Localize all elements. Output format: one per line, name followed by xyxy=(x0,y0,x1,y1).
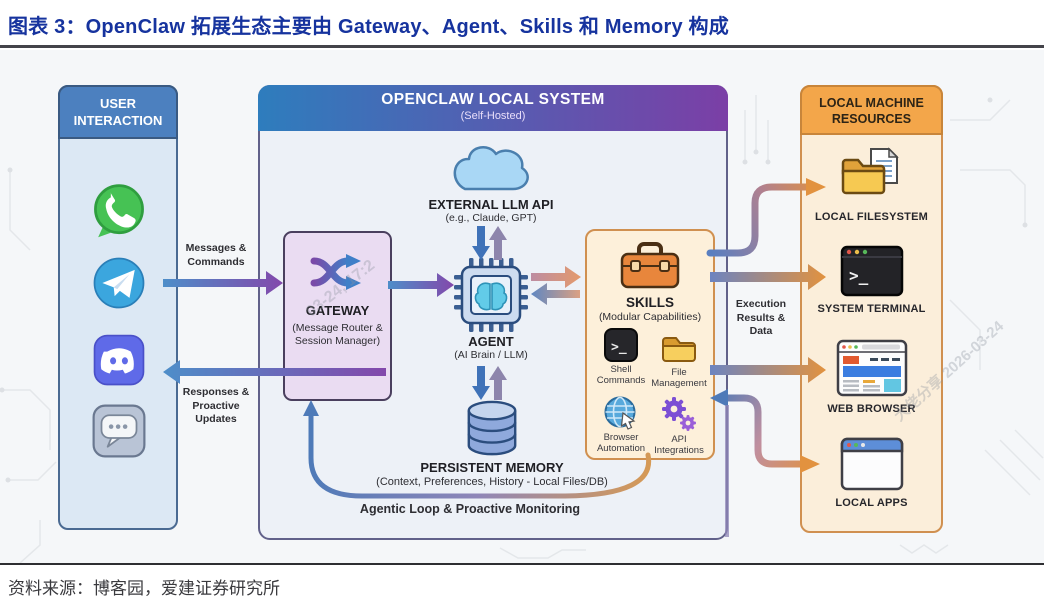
system-panel-title: OPENCLAW LOCAL SYSTEM xyxy=(381,91,605,108)
folder-icon xyxy=(662,337,696,362)
toolbox-icon xyxy=(620,242,680,289)
figure-title: 图表 3：OpenClaw 拓展生态主要由 Gateway、Agent、Skil… xyxy=(8,16,729,38)
messages-commands-label: Messages & Commands xyxy=(185,242,247,268)
agent-label: AGENT xyxy=(468,334,514,349)
circuit-pattern-background xyxy=(0,95,1044,563)
external-llm-label: EXTERNAL LLM API xyxy=(428,197,554,212)
cloud-icon xyxy=(453,146,529,191)
web-browser-icon xyxy=(836,339,907,397)
skill-shell-commands: >_ Shell Commands xyxy=(592,327,650,390)
user-interaction-header: USER INTERACTION xyxy=(58,85,178,139)
resources-header: LOCAL MACHINE RESOURCES xyxy=(800,85,943,135)
footer-divider xyxy=(0,563,1044,565)
system-panel-subtitle: (Self-Hosted) xyxy=(460,110,526,122)
shuffle-icon xyxy=(310,254,361,290)
local-machine-resources-panel: LOCAL MACHINE RESOURCES LOCAL FILESYSTEM… xyxy=(800,85,943,533)
gateway-label: GATEWAY xyxy=(305,303,370,318)
memory-sublabel: (Context, Preferences, History - Local F… xyxy=(376,476,608,488)
discord-icon xyxy=(93,334,145,386)
resource-web-browser: WEB BROWSER xyxy=(802,339,941,415)
resource-local-filesystem: LOCAL FILESYSTEM xyxy=(802,147,941,223)
agent-chip-icon xyxy=(454,258,528,332)
execution-results-label: Execution Results & Data xyxy=(735,298,787,338)
chat-messages-icon xyxy=(92,404,146,458)
svg-text:>_: >_ xyxy=(611,340,627,355)
resource-local-apps: LOCAL APPS xyxy=(802,437,941,509)
memory-label: PERSISTENT MEMORY xyxy=(420,460,564,475)
architecture-diagram: USER INTERACTION OPENCLAW LOCAL SYSTEM xyxy=(0,50,1044,563)
external-llm-sublabel: (e.g., Claude, GPT) xyxy=(445,212,537,224)
skill-file-management: File Management xyxy=(650,327,708,390)
source-note: 资料来源：博客园，爱建证券研究所 xyxy=(8,579,280,598)
database-icon xyxy=(467,400,517,456)
agent-sublabel: (AI Brain / LLM) xyxy=(454,349,528,361)
shell-terminal-icon: >_ xyxy=(604,328,638,362)
gateway-box: GATEWAY (Message Router & Session Manage… xyxy=(283,231,392,401)
agentic-loop-label: Agentic Loop & Proactive Monitoring xyxy=(359,502,581,516)
whatsapp-icon xyxy=(94,184,144,238)
user-interaction-panel: USER INTERACTION xyxy=(58,85,178,530)
skills-label: SKILLS xyxy=(625,295,674,310)
system-panel-header: OPENCLAW LOCAL SYSTEM (Self-Hosted) xyxy=(258,85,728,131)
svg-text:>_: >_ xyxy=(849,266,869,285)
filesystem-icon xyxy=(841,147,899,195)
gears-icon xyxy=(662,396,696,431)
skills-box: SKILLS (Modular Capabilities) >_ Shell C… xyxy=(585,229,715,460)
skills-grid: >_ Shell Commands File Management xyxy=(592,327,708,457)
gateway-sublabel: (Message Router & Session Manager) xyxy=(292,321,383,347)
openclaw-local-system-panel: OPENCLAW LOCAL SYSTEM (Self-Hosted) EXTE… xyxy=(258,85,728,540)
skill-api-integrations: API Integrations xyxy=(650,395,708,457)
title-divider xyxy=(0,45,1044,48)
globe-cursor-icon xyxy=(604,396,636,430)
system-terminal-icon: >_ xyxy=(840,245,903,297)
telegram-icon xyxy=(93,257,145,309)
skills-sublabel: (Modular Capabilities) xyxy=(598,311,702,324)
resource-system-terminal: >_ SYSTEM TERMINAL xyxy=(802,245,941,315)
skill-browser-automation: Browser Automation xyxy=(592,395,650,457)
local-apps-icon xyxy=(840,437,903,491)
responses-updates-label: Responses & Proactive Updates xyxy=(182,386,250,426)
